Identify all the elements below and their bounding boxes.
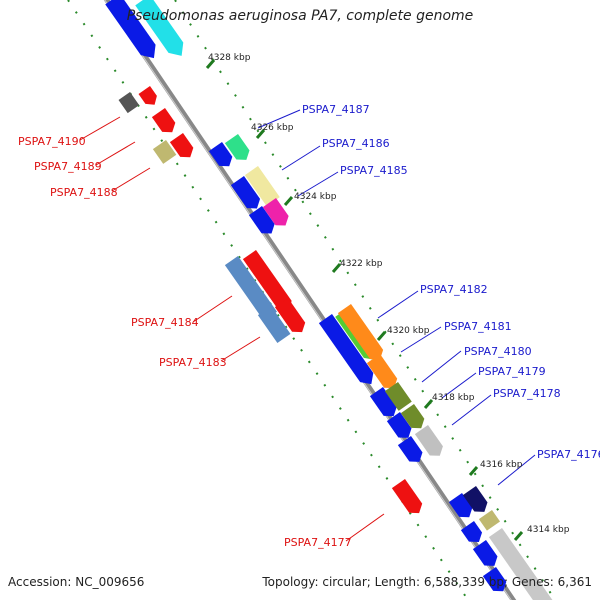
gene-blue-arrow[interactable] — [105, 0, 161, 63]
gene-lightgray-4178[interactable] — [414, 425, 446, 460]
gene-blue-4179[interactable] — [369, 387, 400, 421]
gene-label[interactable]: PSPA7_4183 — [159, 356, 227, 369]
tick-label: 4326 kbp — [251, 123, 294, 133]
gene-red-4188[interactable] — [169, 133, 197, 162]
tick-label: 4318 kbp — [432, 393, 475, 403]
gene-olive-4179[interactable] — [384, 382, 412, 411]
gene-label[interactable]: PSPA7_4181 — [444, 320, 512, 333]
genome-backbone — [103, 0, 517, 600]
accession-text: Accession: NC_009656 — [8, 575, 145, 589]
gene-khaki-4176[interactable] — [478, 510, 501, 531]
gene-red-4189[interactable] — [151, 108, 179, 137]
gene-label[interactable]: PSPA7_4188 — [50, 186, 118, 199]
gene-blue-4176c[interactable] — [472, 540, 501, 570]
gene-features[interactable] — [105, 0, 554, 600]
gene-steelblue-4183[interactable] — [257, 306, 291, 344]
gene-label[interactable]: PSPA7_4179 — [478, 365, 546, 378]
gene-navy-4176[interactable] — [462, 486, 491, 516]
gene-label[interactable]: PSPA7_4190 — [18, 135, 86, 148]
genome-title: Pseudomonas aeruginosa PA7, complete gen… — [126, 8, 474, 24]
gene-labels-left: PSPA7_4190 PSPA7_4189 PSPA7_4188 PSPA7_4… — [18, 135, 352, 549]
gene-label[interactable]: PSPA7_4189 — [34, 160, 102, 173]
gene-label[interactable]: PSPA7_4184 — [131, 316, 199, 329]
gene-label[interactable]: PSPA7_4180 — [464, 345, 532, 358]
gene-red-4184[interactable] — [242, 250, 296, 317]
tick-label: 4314 kbp — [527, 525, 570, 535]
gene-blue-4187[interactable] — [208, 142, 236, 171]
tick-label: 4328 kbp — [208, 53, 251, 63]
gene-red-4183[interactable] — [274, 298, 309, 337]
gene-blue-4186[interactable] — [230, 176, 264, 213]
gene-blue-4178[interactable] — [386, 412, 415, 442]
gene-blue-4182[interactable] — [318, 314, 378, 389]
tick-label: 4320 kbp — [387, 326, 430, 336]
gene-lightgray-4176[interactable] — [488, 528, 554, 600]
tick-label: 4322 kbp — [340, 259, 383, 269]
inner-track — [174, 0, 556, 600]
tick-label: 4316 kbp — [480, 460, 523, 470]
gene-blue-4176b[interactable] — [460, 521, 486, 547]
gene-gray[interactable] — [118, 92, 140, 114]
gene-labels-right: PSPA7_4187 PSPA7_4186 PSPA7_4185 PSPA7_4… — [302, 103, 600, 461]
gene-label[interactable]: PSPA7_4187 — [302, 103, 370, 116]
gene-label[interactable]: PSPA7_4176 — [537, 448, 600, 461]
gene-orange-4181[interactable] — [337, 304, 387, 364]
gene-red-small[interactable] — [138, 86, 161, 109]
gene-label[interactable]: PSPA7_4178 — [493, 387, 561, 400]
gene-blue-small[interactable] — [397, 436, 426, 466]
gene-orange-4180[interactable] — [366, 354, 401, 393]
gene-khaki-4188[interactable] — [152, 140, 177, 164]
gene-magenta-4185[interactable] — [262, 198, 292, 230]
gene-steelblue-4184[interactable] — [224, 256, 278, 321]
gene-blue-4185[interactable] — [248, 206, 278, 238]
gene-yellow-4185[interactable] — [244, 166, 280, 207]
gene-label[interactable]: PSPA7_4182 — [420, 283, 488, 296]
gene-blue-4176d[interactable] — [482, 567, 510, 596]
label-leaders — [79, 109, 536, 542]
gene-green-4187[interactable] — [224, 134, 253, 164]
tick-label: 4324 kbp — [294, 192, 337, 202]
tick-labels: 4328 kbp 4326 kbp 4324 kbp 4322 kbp 4320… — [208, 53, 570, 535]
genome-summary-text: Topology: circular; Length: 6,588,339 bp… — [262, 575, 592, 589]
gene-red-4177[interactable] — [391, 479, 426, 518]
genome-backbone-highlight — [104, 0, 512, 600]
gene-label[interactable]: PSPA7_4177 — [284, 536, 352, 549]
gene-cyan-arrow[interactable] — [135, 0, 189, 61]
tick-marks — [205, 59, 524, 541]
gene-label[interactable]: PSPA7_4185 — [340, 164, 408, 177]
gene-blue-4176a[interactable] — [448, 493, 476, 522]
gene-label[interactable]: PSPA7_4186 — [322, 137, 390, 150]
gene-olive-4178[interactable] — [400, 404, 428, 433]
